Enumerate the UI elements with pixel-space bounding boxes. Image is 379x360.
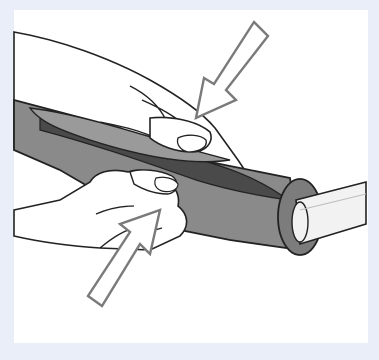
press-arrow-icon bbox=[196, 22, 268, 118]
